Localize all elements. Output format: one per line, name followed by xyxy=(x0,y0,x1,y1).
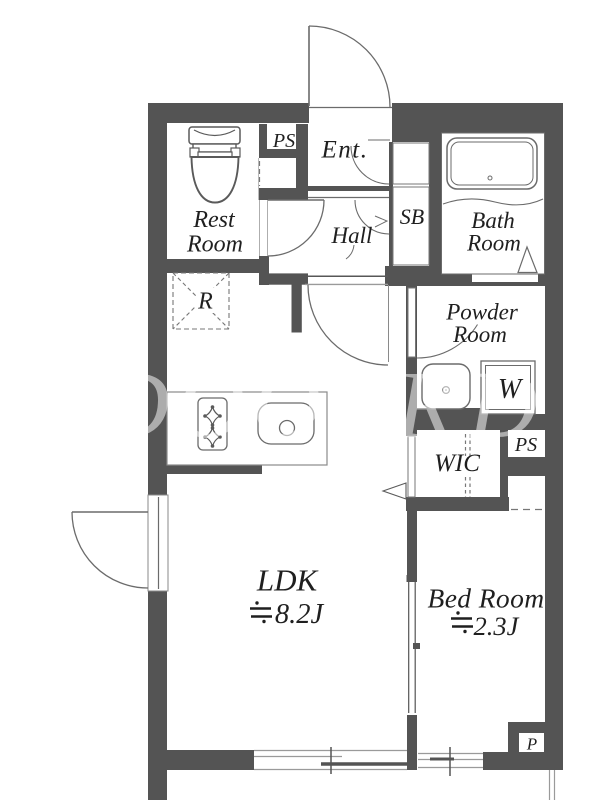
svg-text:Hall: Hall xyxy=(331,223,373,248)
svg-text:D: D xyxy=(98,351,169,458)
svg-text:O: O xyxy=(330,351,399,458)
svg-text:Ent.: Ent. xyxy=(321,137,369,164)
svg-text:Room: Room xyxy=(186,232,243,258)
svg-text:LDK: LDK xyxy=(256,563,320,598)
svg-text:W: W xyxy=(498,374,524,405)
svg-text:Bed Room: Bed Room xyxy=(428,583,545,614)
svg-text:R: R xyxy=(197,289,213,315)
svg-text:PS: PS xyxy=(272,130,295,152)
svg-text:O: O xyxy=(252,351,321,458)
svg-text:8.2J: 8.2J xyxy=(275,599,325,630)
svg-text:Room: Room xyxy=(452,322,507,347)
svg-text:2.3J: 2.3J xyxy=(474,611,520,641)
svg-text:Rest: Rest xyxy=(192,207,236,233)
svg-text:R: R xyxy=(395,351,455,458)
svg-text:PS: PS xyxy=(514,434,537,456)
svg-text:Bath: Bath xyxy=(471,208,514,233)
svg-text:Powder: Powder xyxy=(445,300,519,325)
svg-text:P: P xyxy=(526,735,537,754)
svg-text:WIC: WIC xyxy=(434,450,480,477)
svg-text:SB: SB xyxy=(400,204,424,229)
svg-text:Room: Room xyxy=(466,231,521,256)
svg-text:D: D xyxy=(466,351,537,458)
svg-text:O: O xyxy=(176,351,245,458)
